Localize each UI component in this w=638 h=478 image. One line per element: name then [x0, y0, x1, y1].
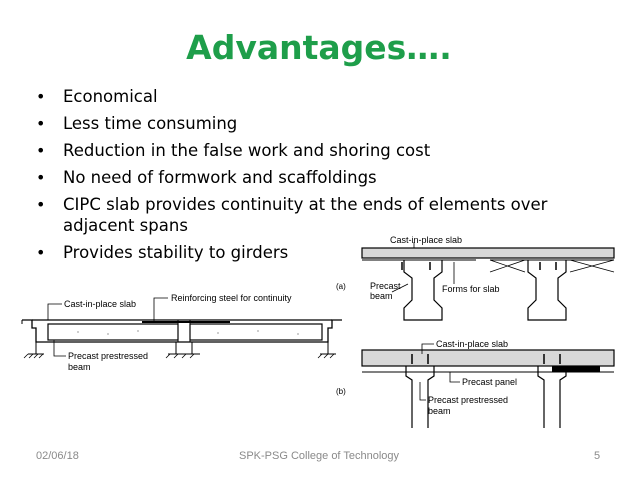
bullet-text: Less time consuming: [63, 114, 238, 133]
bullet-marker: •: [36, 114, 46, 133]
label-precast-panel: Precast panel: [462, 377, 517, 387]
bullet-marker: •: [36, 141, 46, 160]
bullet-marker: •: [36, 195, 46, 214]
label-prestressed-line2: beam: [428, 406, 451, 416]
label-reinforcing-steel: Reinforcing steel for continuity: [171, 293, 292, 303]
bullet-item: • No need of formwork and scaffoldings: [36, 167, 596, 188]
label-precast-line1: Precast: [370, 281, 401, 291]
label-prestressed-line1: Precast prestressed: [428, 395, 508, 405]
bullet-item: • Less time consuming: [36, 113, 596, 134]
bullet-item: • Economical: [36, 86, 596, 107]
footer-institution: SPK-PSG College of Technology: [239, 450, 399, 462]
footer-page-number: 5: [594, 450, 601, 462]
label-cast-in-place-slab-b: Cast-in-place slab: [436, 339, 508, 349]
bullet-marker: •: [36, 243, 46, 262]
label-a: (a): [336, 282, 346, 291]
label-precast-line2: beam: [370, 291, 393, 301]
bullet-list: • Economical • Less time consuming • Reduct…: [36, 86, 596, 269]
bullet-text: Economical: [63, 87, 158, 106]
bullet-text: Provides stability to girders: [63, 243, 289, 262]
bullet-marker: •: [36, 87, 46, 106]
bullet-item: • Reduction in the false work and shoring…: [36, 140, 596, 161]
bullet-item: • Provides stability to girders: [36, 242, 596, 263]
label-precast-beam-line1: Precast prestressed: [68, 351, 148, 361]
label-forms-for-slab: Forms for slab: [442, 284, 500, 294]
bullet-item: • CIPC slab provides continuity at the en…: [36, 194, 573, 236]
slab-continuity-figure: Cast-in-place slab Reinforcing steel for…: [21, 293, 342, 372]
label-cast-in-place-slab-a: Cast-in-place slab: [390, 235, 462, 245]
label-b: (b): [336, 387, 346, 396]
bullet-marker: •: [36, 168, 46, 187]
bullet-text: CIPC slab provides continuity at the end…: [63, 195, 548, 235]
label-precast-beam-line2: beam: [68, 362, 91, 372]
slide-title: Advantages….: [186, 28, 452, 67]
precast-beam-details-figure: Cast-in-place slab Precast beam Forms fo…: [336, 235, 615, 428]
label-cast-in-place-slab: Cast-in-place slab: [64, 299, 136, 309]
bullet-text: No need of formwork and scaffoldings: [63, 168, 377, 187]
bullet-text: Reduction in the false work and shoring …: [63, 141, 431, 160]
footer-date: 02/06/18: [36, 450, 79, 462]
